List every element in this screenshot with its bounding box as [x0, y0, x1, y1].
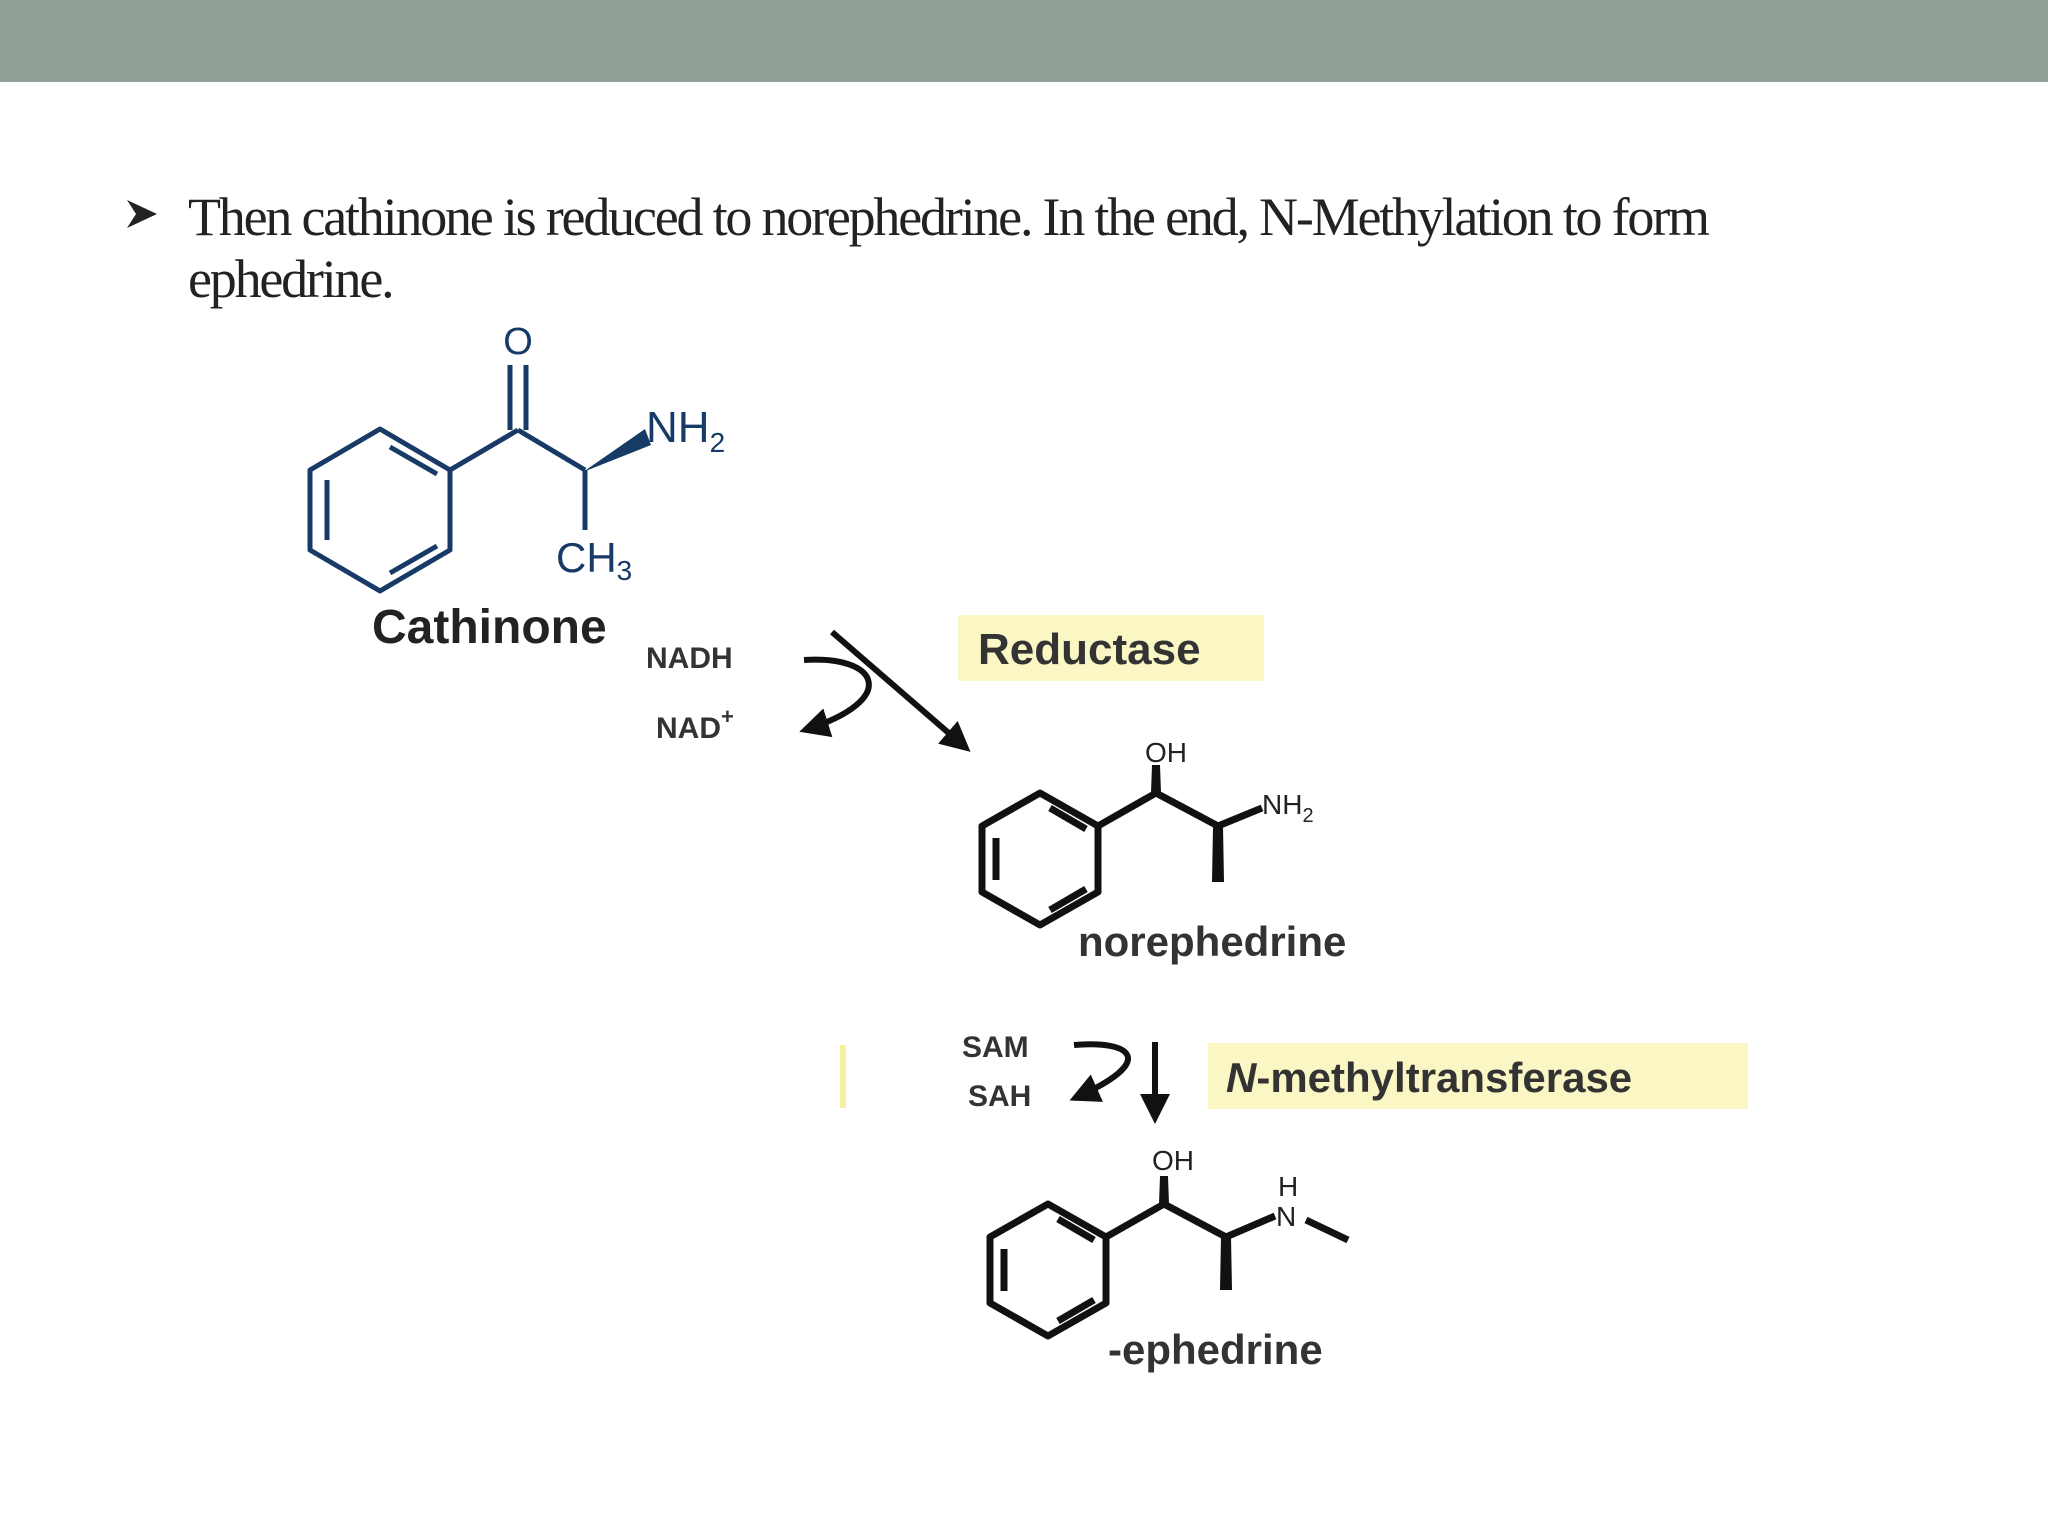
norephedrine-bond	[1154, 789, 1220, 830]
sah-label: SAH	[968, 1080, 1031, 1113]
methylation-arrow	[1069, 1041, 1170, 1124]
ephedrine-name: -ephedrine	[1108, 1326, 1323, 1373]
cathinone-ring-double-bond	[388, 543, 439, 576]
ephedrine-n-methyl-bond	[1304, 1216, 1350, 1244]
ephedrine-ring-double-bond	[1056, 1215, 1096, 1244]
header-bar	[0, 0, 2048, 82]
ephedrine-structure	[986, 1200, 1350, 1340]
nad-plus-label: NAD+	[656, 704, 734, 745]
cathinone-bond	[516, 427, 587, 473]
bullet-text: Then cathinone is reduced to norephedrin…	[188, 187, 1710, 309]
cathinone-methyl-label: CH3	[556, 534, 632, 586]
ephedrine-ring-double-bond	[1056, 1296, 1096, 1325]
cathinone-wedge-bond	[583, 429, 651, 472]
ephedrine-bond	[1162, 1200, 1228, 1241]
cathinone-name: Cathinone	[372, 601, 607, 654]
norephedrine-amine-label: NH2	[1262, 789, 1314, 827]
ephedrine-n-label: N	[1276, 1201, 1296, 1232]
ephedrine-bond	[1224, 1212, 1277, 1241]
ephedrine-methyl-wedge	[1220, 1237, 1232, 1290]
ephedrine-h-label: H	[1278, 1171, 1298, 1202]
reduction-arrow	[799, 629, 971, 752]
cathinone-ring-double-bond	[388, 444, 439, 477]
reduction-main-arrow	[830, 629, 971, 752]
ephedrine-bond	[1104, 1200, 1166, 1241]
cathinone-benzene-ring	[307, 426, 453, 594]
n-methyltransferase-label: N-methyltransferase	[1226, 1054, 1632, 1101]
norephedrine-ring-double-bond	[1048, 804, 1088, 833]
ephedrine-hydroxyl-label: OH	[1152, 1145, 1194, 1176]
cathinone-bond	[448, 427, 520, 473]
ephedrine-hydroxyl-wedge	[1159, 1176, 1169, 1204]
norephedrine-hydroxyl-label: OH	[1145, 737, 1187, 768]
norephedrine-methyl-wedge	[1212, 826, 1224, 882]
norephedrine-bond	[1096, 789, 1158, 830]
nadh-curved-arrow	[799, 656, 872, 738]
reductase-highlight	[958, 615, 1264, 681]
arrowhead-bullet-icon	[127, 200, 157, 228]
norephedrine-bond	[1216, 804, 1264, 830]
norephedrine-ring-double-bond	[1048, 885, 1088, 914]
cathinone-oxygen-label: O	[503, 321, 533, 363]
cathinone-amine-label: NH2	[646, 403, 725, 458]
n-methyltransferase-highlight	[1208, 1043, 1748, 1109]
norephedrine-hydroxyl-wedge	[1151, 765, 1161, 793]
cathinone-structure	[307, 365, 588, 594]
reductase-label: Reductase	[978, 625, 1201, 674]
sam-label: SAM	[962, 1031, 1029, 1064]
norephedrine-structure	[978, 789, 1264, 929]
nadh-label: NADH	[646, 642, 733, 675]
sam-curved-arrow	[1069, 1041, 1131, 1102]
norephedrine-name: norephedrine	[1078, 918, 1346, 965]
